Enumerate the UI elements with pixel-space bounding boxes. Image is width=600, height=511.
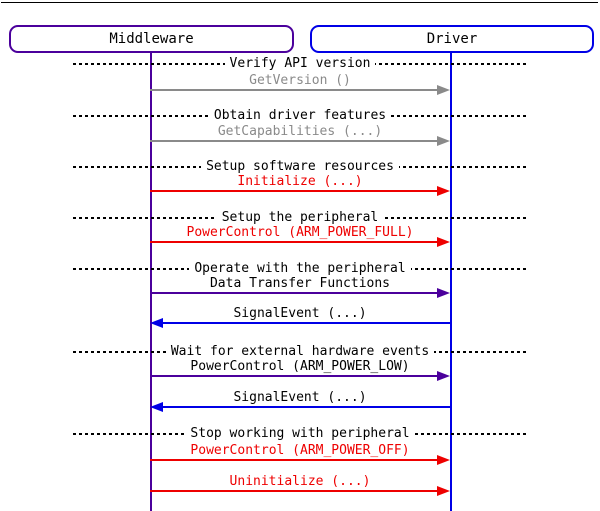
- arrowhead-right-icon: [437, 486, 450, 496]
- arrowhead-right-icon: [437, 237, 450, 247]
- message-label: SignalEvent (...): [233, 390, 367, 405]
- entity-label-driver: Driver: [426, 31, 478, 47]
- top-border-rule: [1, 2, 598, 3]
- separator-row: Setup software resources: [73, 158, 527, 176]
- separator-row: Wait for external hardware events: [73, 343, 527, 361]
- message-label: PowerControl (ARM_POWER_OFF): [190, 443, 410, 458]
- entity-label-middleware: Middleware: [109, 31, 194, 47]
- message-row: GetVersion (): [150, 73, 450, 95]
- message-row: Uninitialize (...): [150, 474, 450, 496]
- separator-label: Operate with the peripheral: [189, 261, 411, 277]
- message-line: [150, 490, 439, 492]
- message-label: PowerControl (ARM_POWER_FULL): [186, 225, 414, 240]
- arrowhead-left-icon: [150, 318, 163, 328]
- separator-label: Stop working with peripheral: [185, 426, 415, 442]
- message-line: [150, 459, 439, 461]
- message-line: [150, 292, 439, 294]
- separator-label: Obtain driver features: [208, 108, 392, 124]
- separator-row: Setup the peripheral: [73, 209, 527, 227]
- separator-row: Obtain driver features: [73, 107, 527, 125]
- message-row: PowerControl (ARM_POWER_FULL): [150, 225, 450, 247]
- separator-row: Verify API version: [73, 55, 527, 73]
- message-label: GetCapabilities (...): [217, 124, 383, 139]
- lifeline-middleware: [150, 52, 152, 511]
- message-line: [161, 322, 450, 324]
- entity-box-driver: Driver: [310, 25, 594, 53]
- arrowhead-right-icon: [437, 85, 450, 95]
- message-label: SignalEvent (...): [233, 306, 367, 321]
- separator-label: Setup software resources: [201, 159, 399, 175]
- separator-row: Operate with the peripheral: [73, 260, 527, 278]
- message-row: Initialize (...): [150, 174, 450, 196]
- message-row: PowerControl (ARM_POWER_OFF): [150, 443, 450, 465]
- message-row: GetCapabilities (...): [150, 124, 450, 146]
- arrowhead-right-icon: [437, 455, 450, 465]
- arrowhead-right-icon: [437, 371, 450, 381]
- message-row: Data Transfer Functions: [150, 276, 450, 298]
- arrowhead-right-icon: [437, 136, 450, 146]
- arrowhead-left-icon: [150, 402, 163, 412]
- separator-label: Setup the peripheral: [216, 210, 384, 226]
- message-line: [150, 190, 439, 192]
- separator-label: Verify API version: [224, 56, 376, 72]
- lifeline-driver: [450, 52, 452, 511]
- message-label: Data Transfer Functions: [209, 276, 390, 291]
- message-row: PowerControl (ARM_POWER_LOW): [150, 359, 450, 381]
- separator-row: Stop working with peripheral: [73, 425, 527, 443]
- entity-box-middleware: Middleware: [9, 25, 294, 53]
- arrowhead-right-icon: [437, 288, 450, 298]
- message-label: Uninitialize (...): [229, 474, 371, 489]
- message-line: [150, 140, 439, 142]
- message-line: [150, 241, 439, 243]
- message-line: [150, 89, 439, 91]
- message-row: SignalEvent (...): [150, 390, 450, 412]
- message-label: PowerControl (ARM_POWER_LOW): [190, 359, 410, 374]
- message-line: [150, 375, 439, 377]
- message-label: GetVersion (): [249, 73, 351, 88]
- separator-label: Wait for external hardware events: [165, 344, 435, 360]
- message-label: Initialize (...): [237, 174, 363, 189]
- message-row: SignalEvent (...): [150, 306, 450, 328]
- arrowhead-right-icon: [437, 186, 450, 196]
- message-line: [161, 406, 450, 408]
